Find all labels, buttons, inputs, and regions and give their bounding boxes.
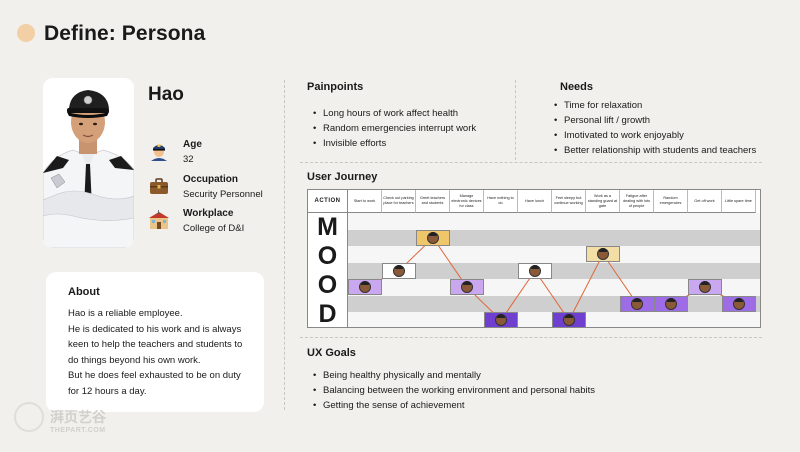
action-cell: Have nothing to do (484, 190, 518, 213)
mood-letter: O (317, 271, 338, 299)
mood-band (348, 213, 760, 230)
action-cell: Have lunch (518, 190, 552, 213)
mood-face (416, 229, 450, 246)
guard-face-icon (631, 297, 643, 310)
mood-band (348, 246, 760, 263)
police-officer-icon (151, 144, 167, 161)
ux-goals-list: Being healthy physically and mentally Ba… (313, 368, 595, 413)
guard-face-icon (563, 314, 575, 326)
watermark: 湃页艺谷 THEPART.COM (50, 407, 106, 434)
age-label: Age (183, 139, 202, 150)
mood-face (484, 312, 518, 327)
action-cell: Work as a standing guard at gate (586, 190, 620, 213)
occupation-value: Security Personnel (183, 189, 263, 200)
mood-face (722, 295, 756, 312)
action-cell: Feel sleepy but continue working (552, 190, 586, 213)
guard-face-icon (529, 264, 541, 277)
guard-face-icon (699, 281, 711, 293)
list-item: Imotivated to work enjoyably (554, 128, 756, 143)
mood-label: M O O D (308, 213, 348, 328)
mood-letter: M (317, 213, 338, 241)
section-divider (300, 337, 762, 338)
action-cell: Greet teachers and students (416, 190, 450, 213)
action-cell: Check out parking place for teachers (382, 190, 416, 213)
mood-face (688, 279, 722, 295)
mood-face (654, 295, 688, 312)
title-dot (17, 24, 35, 42)
watermark-logo (14, 402, 44, 432)
guard-face-icon (665, 297, 677, 310)
column-divider (284, 80, 285, 410)
mood-band (348, 229, 760, 246)
occupation-label: Occupation (183, 174, 239, 185)
action-cell: Get off work (688, 190, 722, 213)
watermark-subtext: THEPART.COM (50, 427, 106, 434)
mood-face (552, 312, 586, 327)
about-line: Hao is a reliable employee. (68, 308, 183, 319)
guard-face-icon (393, 264, 405, 277)
mood-face (450, 279, 484, 295)
painpoints-list: Long hours of work affect health Random … (313, 106, 476, 151)
needs-divider (515, 80, 516, 160)
list-item: Time for relaxation (554, 98, 756, 113)
about-line: do things beyond his own work. (68, 354, 201, 366)
about-card: About Hao is a reliable employee. He is … (46, 272, 264, 412)
school-building-icon (149, 210, 169, 229)
mood-face (586, 246, 620, 262)
action-cell: Fatigue after dealing with lots of peopl… (620, 190, 654, 213)
mood-curve (364, 236, 740, 322)
page-title: Define: Persona (44, 22, 206, 45)
action-cell: Manage electronic devices for class (450, 190, 484, 213)
needs-list: Time for relaxation Personal lift / grow… (554, 98, 756, 158)
section-divider (300, 162, 762, 163)
persona-photo (43, 78, 134, 248)
list-item: Long hours of work affect health (313, 106, 476, 121)
workplace-value: College of D&I (183, 223, 245, 234)
about-line: He is dedicated to his work and is alway… (68, 323, 242, 335)
about-line: for 12 hours a day. (68, 385, 147, 397)
briefcase-icon (150, 178, 168, 194)
list-item: Random emergencies interrupt work (313, 121, 476, 136)
about-line: keen to help the teachers and students t… (68, 339, 243, 351)
about-line: But he does feel exhausted to be on duty (68, 370, 241, 382)
action-cell: Start to work (348, 190, 382, 213)
ux-goals-title: UX Goals (307, 347, 356, 359)
age-value: 32 (183, 154, 194, 165)
about-title: About (68, 286, 100, 298)
mood-letter: D (318, 300, 337, 328)
mood-band (348, 262, 760, 279)
user-journey-title: User Journey (307, 171, 378, 183)
list-item: Balancing between the working environmen… (313, 383, 595, 398)
guard-face-icon (359, 281, 371, 293)
mood-face (382, 262, 416, 279)
painpoints-title: Painpoints (307, 81, 364, 93)
action-label: ACTION (308, 190, 348, 213)
list-item: Better relationship with students and te… (554, 143, 756, 158)
mood-face (620, 295, 654, 312)
persona-name: Hao (148, 84, 184, 105)
guard-face-icon (597, 248, 609, 260)
guard-face-icon (427, 231, 439, 244)
action-row: ACTION Start to work Check out parking p… (308, 190, 760, 213)
mood-face (348, 279, 382, 295)
list-item: Invisible efforts (313, 136, 476, 151)
list-item: Getting the sense of achievement (313, 398, 595, 413)
guard-face-icon (733, 297, 745, 310)
action-cell: Random emergencies (654, 190, 688, 213)
list-item: Personal lift / growth (554, 113, 756, 128)
workplace-label: Workplace (183, 208, 234, 219)
mood-face (518, 262, 552, 279)
needs-title: Needs (560, 81, 594, 93)
user-journey-map: ACTION Start to work Check out parking p… (307, 189, 761, 328)
watermark-text: 湃页艺谷 (50, 409, 106, 425)
security-guard-portrait (43, 78, 134, 248)
guard-face-icon (495, 314, 507, 326)
action-cell: Little spare time (722, 190, 756, 213)
guard-face-icon (461, 281, 473, 293)
list-item: Being healthy physically and mentally (313, 368, 595, 383)
mood-letter: O (317, 242, 338, 270)
